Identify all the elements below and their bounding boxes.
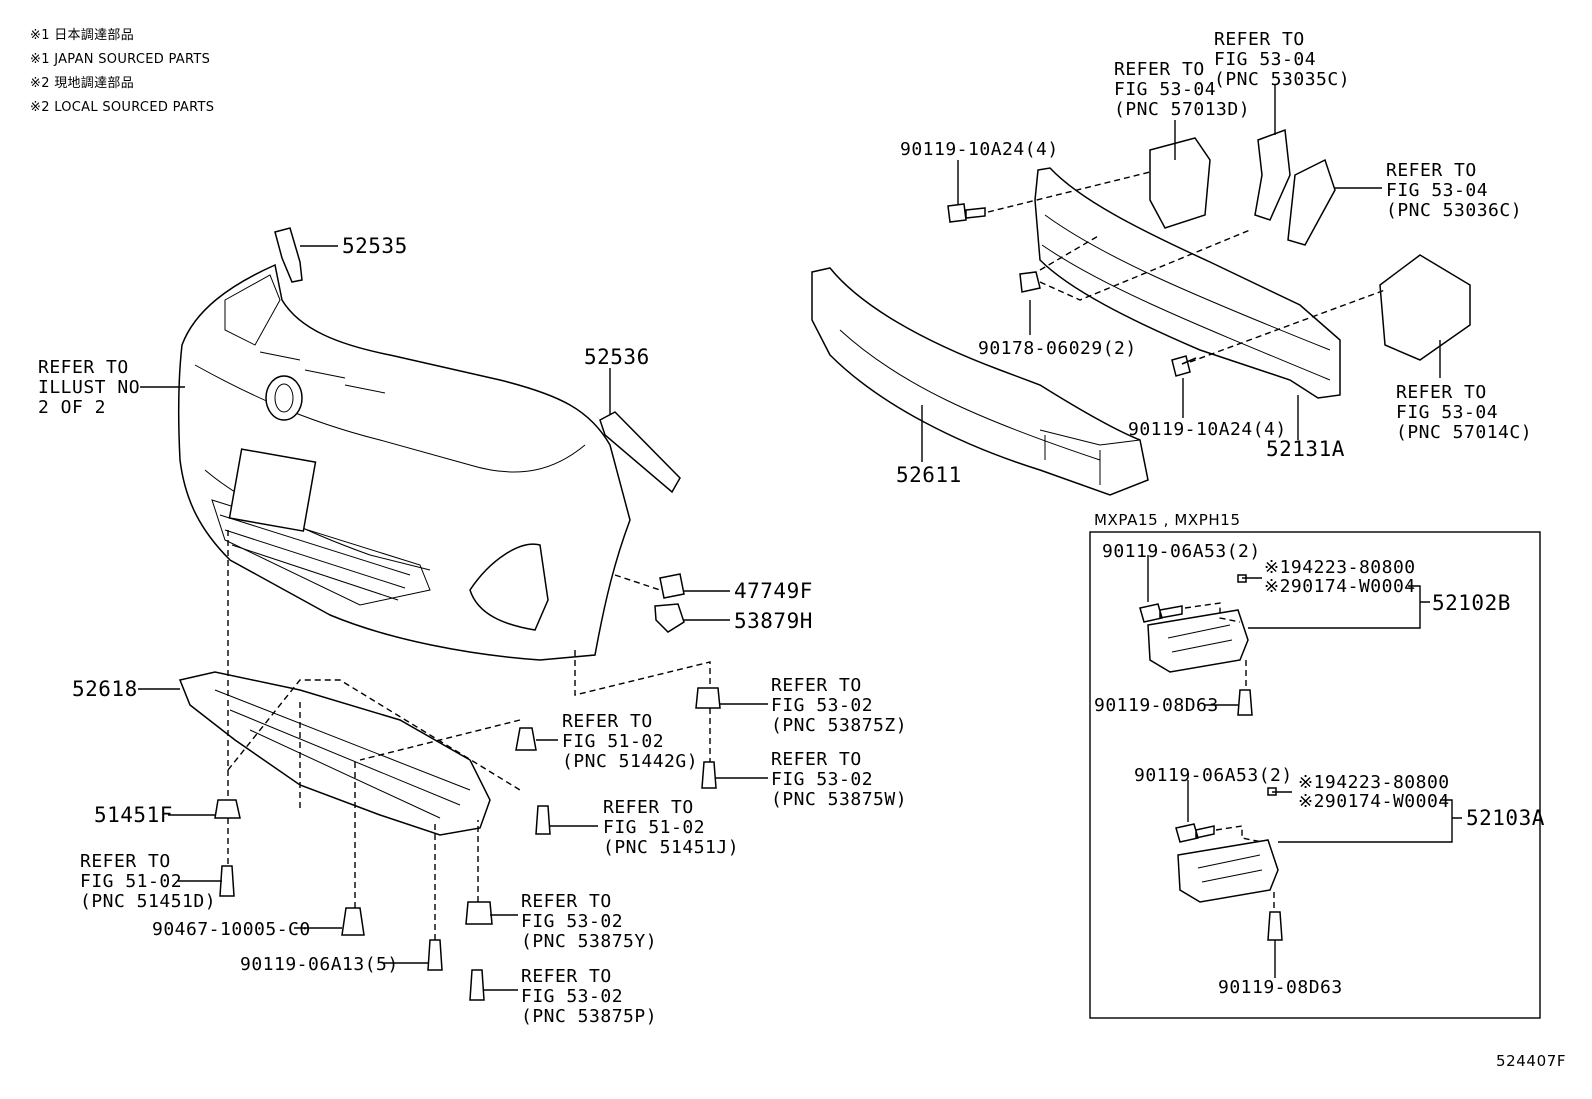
part-90119-10A24-top[interactable]: 90119-10A24(4): [900, 139, 1059, 160]
clip-53879H: [654, 603, 685, 633]
part-52102B[interactable]: 52102B: [1432, 591, 1511, 615]
ref-53035C[interactable]: REFER TO FIG 53-04 (PNC 53035C): [1214, 29, 1351, 90]
crash-box-52103A: [1177, 839, 1279, 903]
illustration-id: 524407F: [1496, 1052, 1567, 1070]
reinforcement-52131A: [1034, 167, 1341, 399]
bolt-90119-10A24-a: [947, 203, 986, 223]
note-local-en: ※2 LOCAL SOURCED PARTS: [30, 100, 215, 115]
ref-53875P[interactable]: REFER TO FIG 53-02 (PNC 53875P): [521, 966, 658, 1027]
ref-51451J[interactable]: REFER TO FIG 51-02 (PNC 51451J): [603, 797, 740, 858]
part-52618[interactable]: 52618: [72, 677, 138, 701]
variant-box-header: MXPA15 , MXPH15: [1094, 511, 1241, 529]
clip-51451F: [214, 799, 241, 819]
ref-53036C[interactable]: REFER TO FIG 53-04 (PNC 53036C): [1386, 160, 1523, 221]
ref-53875W[interactable]: REFER TO FIG 53-02 (PNC 53875W): [771, 749, 908, 810]
part-52535[interactable]: 52535: [342, 234, 408, 258]
ref-illust-2-of-2[interactable]: REFER TO ILLUST NO 2 OF 2: [38, 357, 141, 418]
part-90119-06A53-upper[interactable]: 90119-06A53(2): [1102, 541, 1261, 562]
bolt-90119-10A24-b: [1171, 355, 1197, 377]
part-90174-W0004-lower[interactable]: ※290174-W0004: [1298, 791, 1450, 812]
screw-90119-06A13: [427, 939, 443, 971]
clip-90467: [341, 907, 365, 936]
bracket-57013D: [1149, 137, 1211, 229]
bracket-52535: [274, 227, 303, 283]
clip-51442G: [515, 727, 537, 751]
part-90119-08D63-upper[interactable]: 90119-08D63: [1094, 695, 1219, 716]
part-90119-06A13[interactable]: 90119-06A13(5): [240, 954, 399, 975]
part-90174-W0004-upper[interactable]: ※290174-W0004: [1264, 576, 1416, 597]
front-bumper-cover: [177, 263, 631, 661]
screw-53875W: [701, 761, 717, 789]
bracket-52536: [599, 411, 681, 494]
part-47749F[interactable]: 47749F: [734, 579, 813, 603]
bracket-53036C: [1287, 158, 1336, 246]
ref-57013D[interactable]: REFER TO FIG 53-04 (PNC 57013D): [1114, 59, 1251, 120]
clip-47749F: [659, 573, 685, 599]
clip-53875Z: [695, 687, 721, 709]
ref-53875Z[interactable]: REFER TO FIG 53-02 (PNC 53875Z): [771, 675, 908, 736]
bracket-57014C: [1379, 254, 1471, 361]
note-local-jp: ※2 現地調達部品: [30, 76, 134, 91]
ref-51451D[interactable]: REFER TO FIG 51-02 (PNC 51451D): [80, 851, 217, 912]
ref-57014C[interactable]: REFER TO FIG 53-04 (PNC 57014C): [1396, 382, 1533, 443]
part-94223-80800-upper[interactable]: ※194223-80800: [1264, 557, 1416, 578]
nut-90178-06029: [1019, 271, 1041, 293]
clip-53875Y: [465, 901, 493, 925]
part-52103A[interactable]: 52103A: [1466, 806, 1545, 830]
part-90119-10A24-bottom[interactable]: 90119-10A24(4): [1128, 419, 1287, 440]
screw-53875P: [469, 969, 485, 1001]
part-90119-08D63-lower[interactable]: 90119-08D63: [1218, 977, 1343, 998]
part-52131A[interactable]: 52131A: [1266, 437, 1345, 461]
part-90119-06A53-lower[interactable]: 90119-06A53(2): [1134, 765, 1293, 786]
part-52611[interactable]: 52611: [896, 463, 962, 487]
variant-box-frame: [1089, 531, 1541, 1019]
crash-box-52102B: [1147, 609, 1249, 673]
part-52536[interactable]: 52536: [584, 345, 650, 369]
part-51451F[interactable]: 51451F: [94, 803, 173, 827]
absorber-52611: [811, 267, 1149, 496]
note-japan-jp: ※1 日本調達部品: [30, 28, 134, 43]
part-90467-10005-C0[interactable]: 90467-10005-C0: [152, 919, 311, 940]
part-90178-06029[interactable]: 90178-06029(2): [978, 338, 1137, 359]
screw-51451J: [535, 805, 551, 835]
part-94223-80800-lower[interactable]: ※194223-80800: [1298, 772, 1450, 793]
bracket-53035C: [1254, 128, 1291, 221]
screw-51451D: [219, 865, 235, 897]
note-japan-en: ※1 JAPAN SOURCED PARTS: [30, 52, 211, 67]
ref-51442G[interactable]: REFER TO FIG 51-02 (PNC 51442G): [562, 711, 699, 772]
ref-53875Y[interactable]: REFER TO FIG 53-02 (PNC 53875Y): [521, 891, 658, 952]
part-53879H[interactable]: 53879H: [734, 609, 813, 633]
